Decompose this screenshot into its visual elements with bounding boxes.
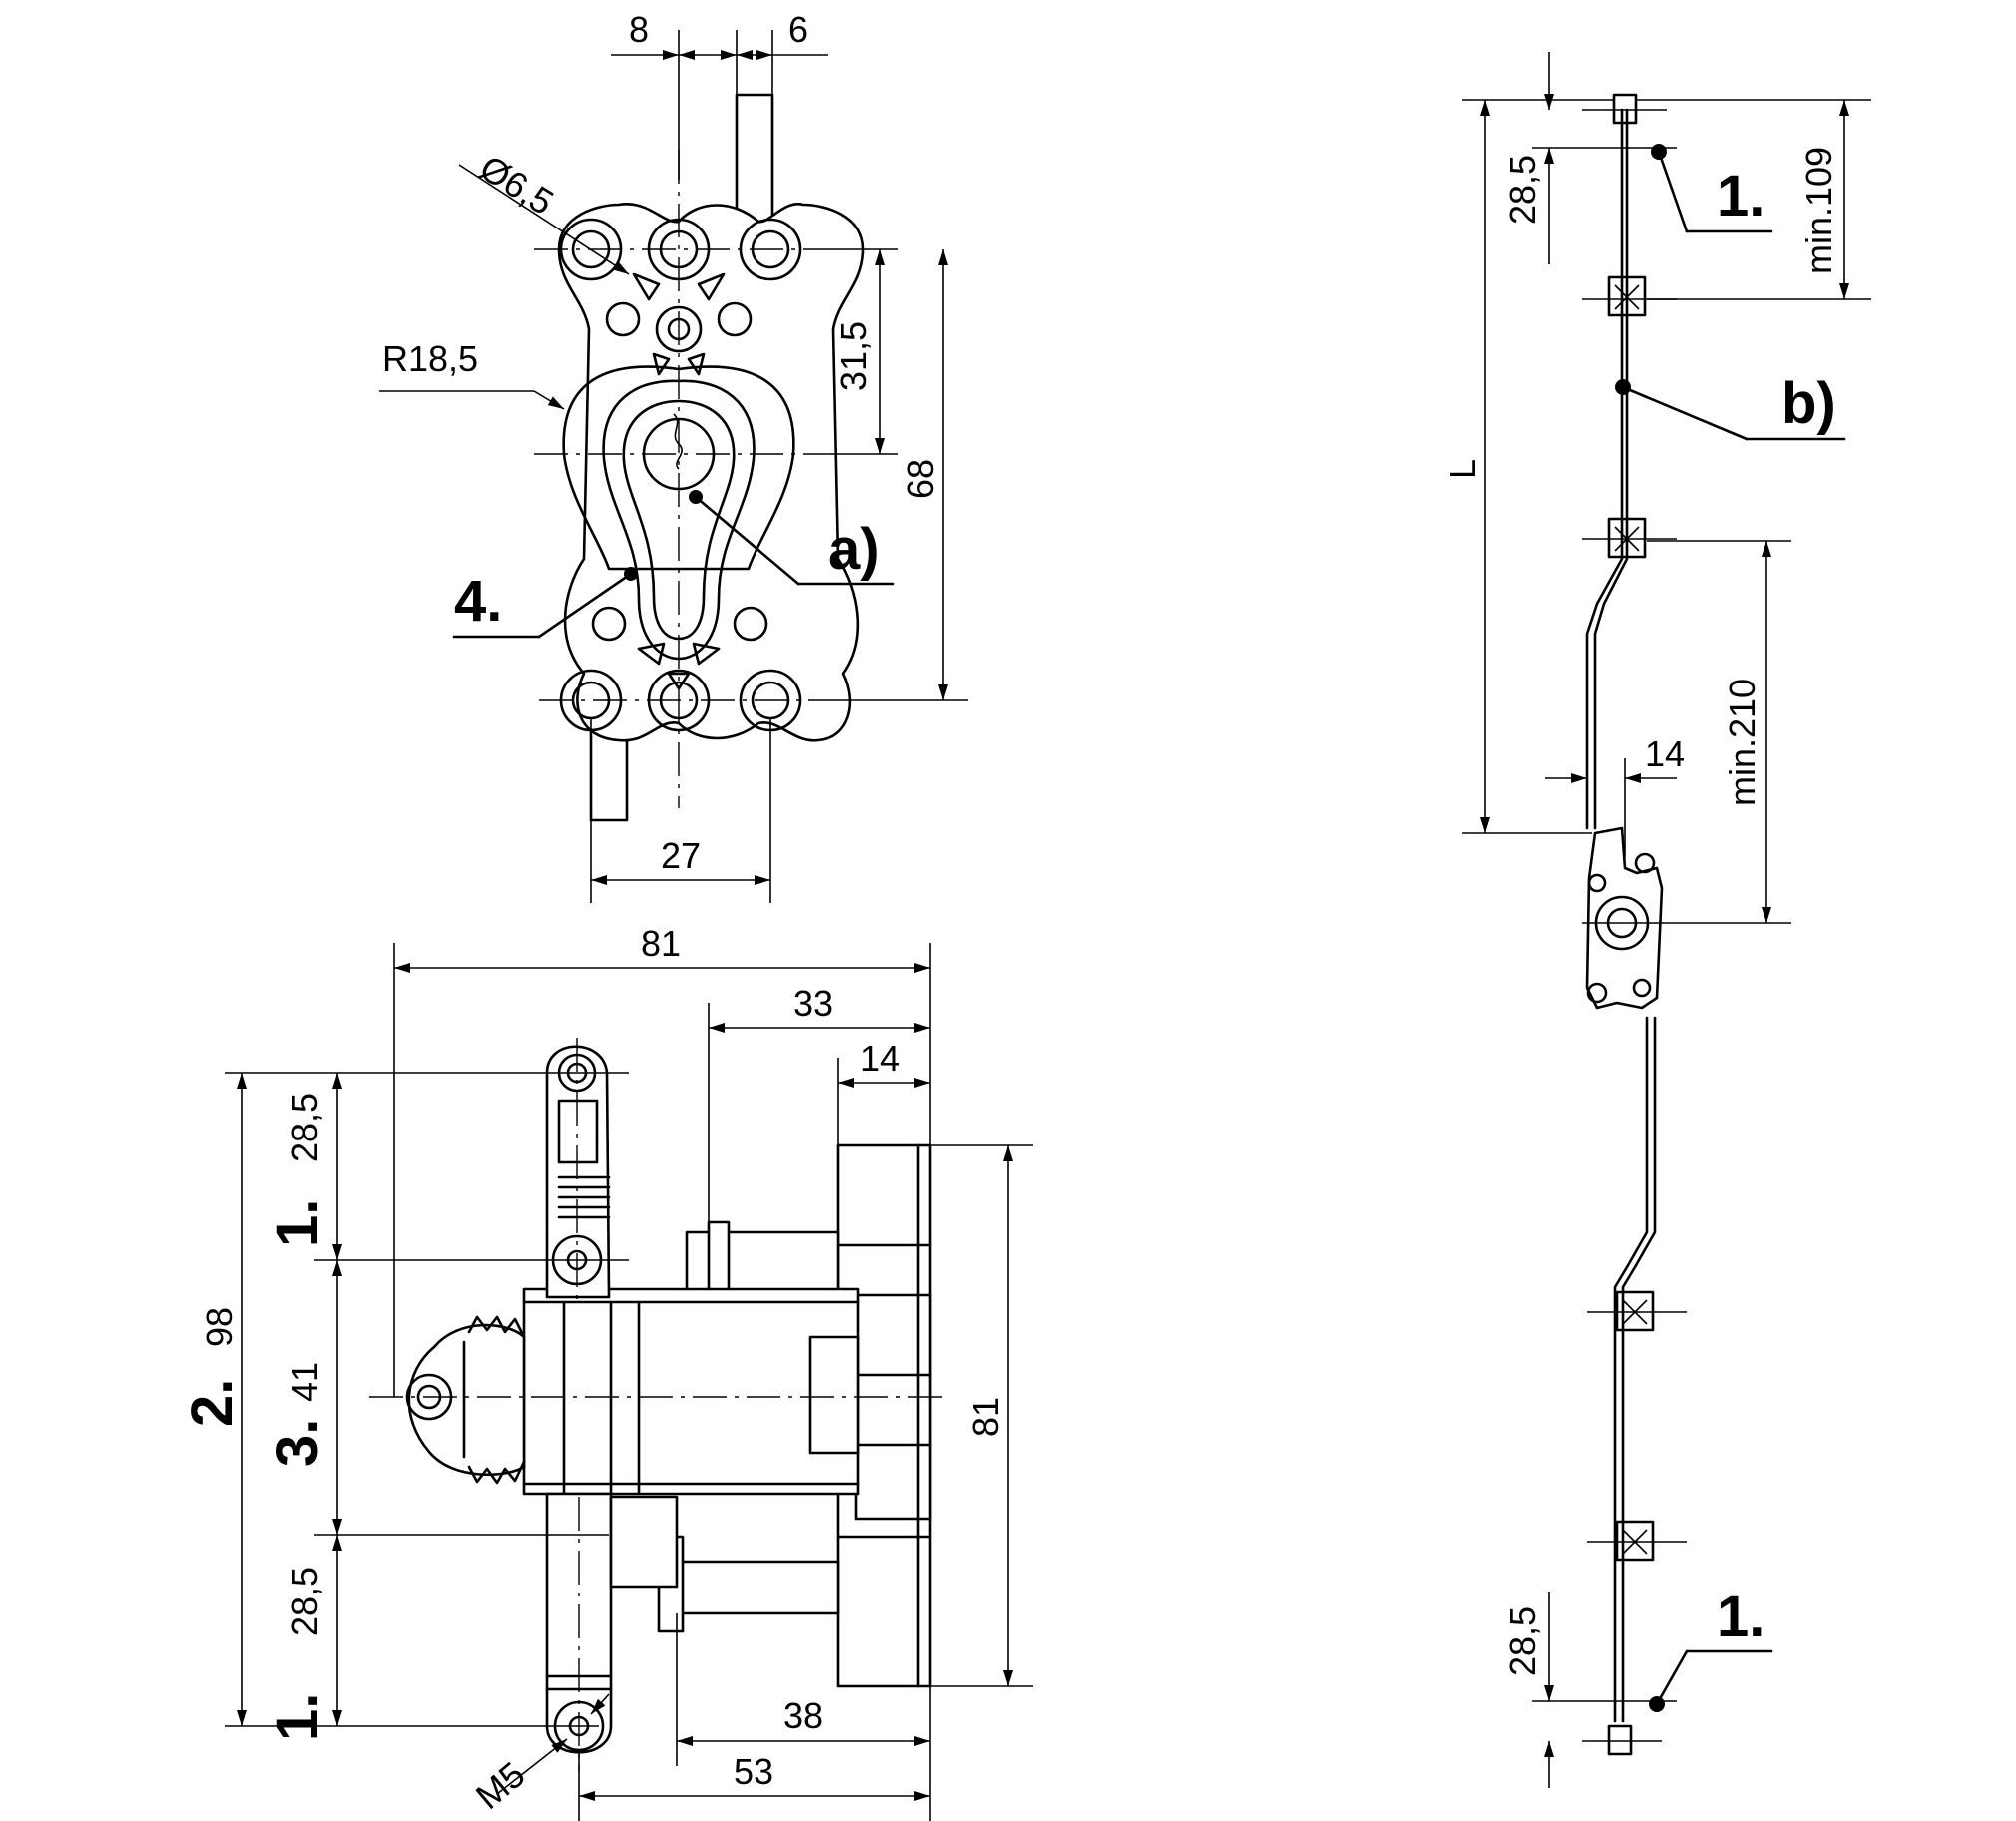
lock-housing-arc (562, 365, 795, 571)
callout-3: 3. (265, 1419, 330, 1467)
dim-28-5-rod-bot: 28,5 (1502, 1606, 1543, 1676)
dim-53: 53 (734, 1751, 773, 1792)
callout-1-rod-bot: 1. (1717, 1585, 1764, 1649)
rod-view: 28,5 min.109 L min.210 14 28,5 1. (1442, 52, 1871, 1788)
dim-31-5: 31,5 (833, 321, 874, 391)
mounting-plate-outline (557, 203, 865, 742)
dim-41: 41 (284, 1362, 325, 1402)
dim-14-side: 14 (860, 1038, 900, 1079)
top-view: 8 6 Ø6,5 R18,5 31,5 68 27 a) 4. (379, 9, 968, 903)
dim-8: 8 (629, 9, 649, 50)
gear-teeth (462, 1315, 526, 1485)
dim-14-rod: 14 (1645, 733, 1685, 774)
upper-rod-stub (735, 93, 774, 227)
upper-lever-arm (545, 1045, 611, 1299)
lock-main-body (522, 1287, 860, 1496)
callout-b: b) (1781, 371, 1836, 436)
dim-38: 38 (783, 1695, 823, 1736)
rod-guides (1582, 275, 1687, 1562)
dim-min-109: min.109 (1798, 147, 1839, 274)
callout-1-side-bot: 1. (265, 1693, 330, 1741)
callout-a: a) (828, 517, 880, 582)
callout-4: 4. (454, 569, 502, 634)
pinion-gear (407, 1323, 526, 1477)
dim-r-18-5: R18,5 (382, 338, 478, 379)
dim-28-5-rod-top: 28,5 (1502, 155, 1543, 225)
callout-1-side-top: 1. (265, 1199, 330, 1247)
dim-L: L (1442, 459, 1483, 479)
dim-68: 68 (900, 459, 941, 499)
espagnolette-rod (1585, 108, 1629, 830)
dim-28-5-top: 28,5 (284, 1093, 325, 1162)
dim-dia-6-5: Ø6,5 (473, 147, 561, 223)
dim-81-top: 81 (641, 923, 681, 964)
callout-1-rod-top: 1. (1717, 164, 1764, 228)
dim-6: 6 (788, 9, 808, 50)
lock-unit-small (1582, 826, 1697, 1010)
dim-81-right: 81 (965, 1397, 1006, 1437)
dim-98: 98 (199, 1307, 240, 1347)
callout-2: 2. (180, 1379, 245, 1427)
dim-min-210: min.210 (1722, 679, 1763, 806)
dim-27: 27 (661, 835, 701, 876)
dim-m5: M5 (468, 1754, 533, 1818)
dim-28-5-bot: 28,5 (284, 1567, 325, 1636)
lower-bolt-cylinder (675, 1560, 840, 1615)
dim-33: 33 (793, 983, 833, 1024)
side-view: 81 33 14 81 38 53 M5 (180, 923, 1033, 1821)
